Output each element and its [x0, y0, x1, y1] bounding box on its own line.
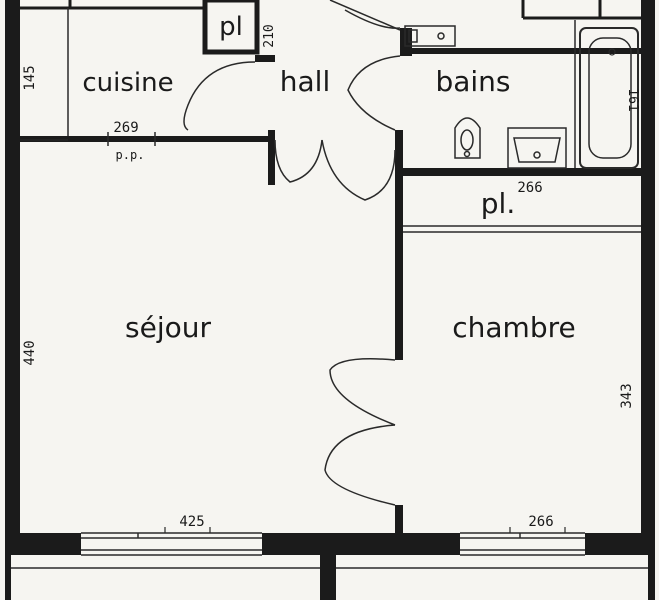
dim-sejour-height: 440 [22, 340, 38, 365]
dim-bath-length: 161 [625, 88, 640, 111]
room-label-sejour: séjour [125, 311, 211, 344]
dim-cuisine-height: 145 [22, 65, 38, 90]
bottom-windows [81, 532, 585, 556]
kitchen-walls [20, 8, 275, 142]
washbasin-top [404, 25, 456, 47]
washbasin [507, 127, 567, 169]
room-label-chambre: chambre [452, 311, 575, 344]
bottom-dim-ticks [164, 527, 566, 533]
room-label-bains: bains [435, 65, 510, 98]
bathroom [329, 0, 641, 176]
dim-sejour-width: 425 [179, 514, 204, 530]
dim-hall-height: 210 [262, 24, 277, 47]
room-label-hall: hall [280, 65, 330, 98]
balcony [5, 555, 655, 600]
placard-top-outline [202, 0, 260, 55]
dim-cuisine-width: 269 [113, 120, 138, 136]
doors [183, 55, 401, 506]
bidet [454, 117, 481, 159]
dim-pp: p.p. [116, 148, 145, 162]
bathtub [579, 27, 639, 169]
outer-walls [5, 0, 655, 555]
dim-chambre-width: 266 [528, 514, 553, 530]
dim-chambre-height: 343 [619, 383, 635, 408]
placard-label-mid: pl. [481, 187, 515, 220]
kitchen-dim-line [107, 132, 156, 146]
placard-label-top: pl [219, 12, 243, 42]
top-partial-walls [20, 0, 641, 20]
dim-placard-width: 266 [517, 180, 542, 196]
placard-mid-lines [403, 225, 641, 233]
room-label-cuisine: cuisine [82, 68, 173, 98]
